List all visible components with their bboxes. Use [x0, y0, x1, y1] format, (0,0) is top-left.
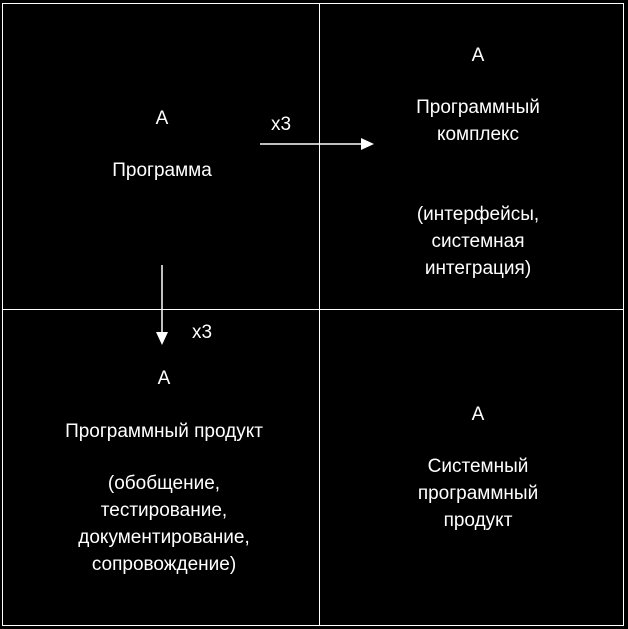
top-right-letter: A [471, 45, 485, 66]
bottom-right-letter: A [471, 404, 485, 425]
top-left-letter: A [155, 108, 169, 129]
horizontal-divider [2, 309, 624, 310]
bottom-left-title: Программный продукт [65, 421, 263, 442]
bottom-left-note: (обобщение, тестирование, документирован… [78, 473, 250, 575]
down-arrow-label: x3 [191, 322, 213, 343]
top-right-title: Программный комплекс [416, 97, 540, 145]
vertical-divider [319, 3, 320, 626]
top-right-note: (интерфейсы, системная интеграция) [416, 204, 540, 279]
bottom-right-title: Системный программный продукт [417, 456, 539, 531]
right-arrow-label: x3 [270, 114, 292, 135]
bottom-left-letter: A [157, 368, 171, 389]
outer-frame [2, 3, 624, 626]
top-left-title: Программа [112, 160, 212, 181]
